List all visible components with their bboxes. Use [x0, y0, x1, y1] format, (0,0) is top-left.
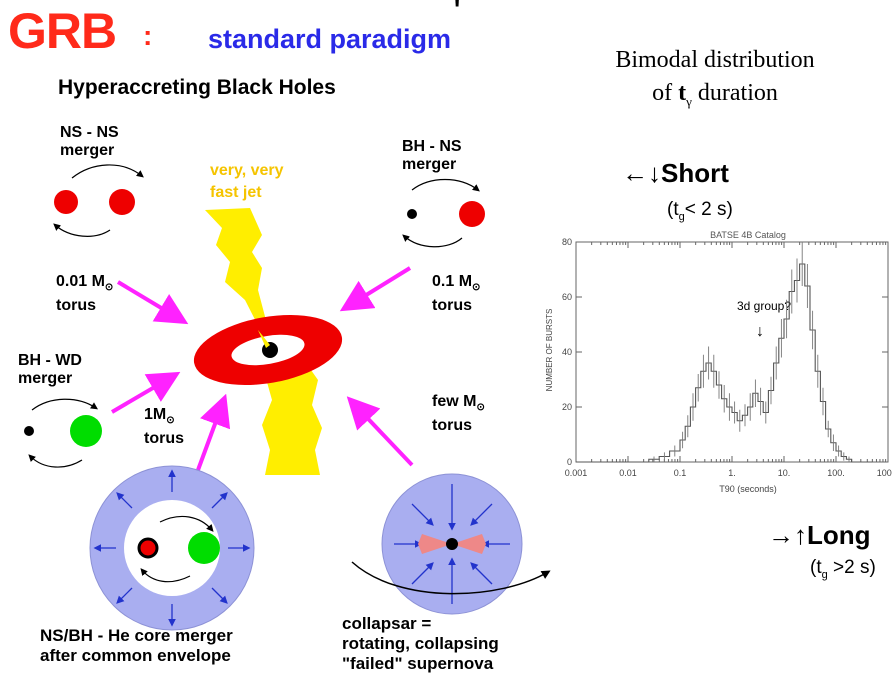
rotation-arrow — [351, 561, 551, 595]
black-hole-small-2 — [24, 426, 34, 436]
black-hole — [262, 342, 278, 358]
neutron-star-1 — [54, 190, 78, 214]
annotation-3d-group: 3d group? — [737, 299, 791, 313]
stray-mark: ʹ — [454, 0, 461, 24]
y-tick-label: 80 — [562, 237, 572, 247]
grb-title: GRB — [8, 3, 117, 59]
y-tick-label: 0 — [567, 457, 572, 467]
neutron-star-2 — [109, 189, 135, 215]
black-hole-small — [407, 209, 417, 219]
compact-object — [137, 537, 159, 559]
y-axis-label: NUMBER OF BURSTS — [545, 309, 554, 392]
x-tick-label: 10. — [778, 468, 791, 478]
collapsar-caption: collapsar =rotating, collapsing"failed" … — [342, 614, 499, 673]
y-tick-label: 20 — [562, 402, 572, 412]
y-tick-label: 40 — [562, 347, 572, 357]
x-axis-label: T90 (seconds) — [719, 484, 777, 494]
annotation-arrow: ↓ — [756, 323, 764, 340]
envelope-interior — [124, 500, 220, 596]
x-tick-label: 1. — [728, 468, 736, 478]
x-tick-label: 0.01 — [619, 468, 637, 478]
x-tick-label: 0.001 — [565, 468, 588, 478]
subtitle: Hyperaccreting Black Holes — [58, 76, 336, 99]
torus-01-label: 0.1 M⊙ torus — [432, 273, 481, 315]
neutron-star-3 — [459, 201, 485, 227]
short-label: ←↓Short — [622, 158, 729, 188]
x-tick-label: 100. — [827, 468, 845, 478]
paradigm-title: standard paradigm — [208, 24, 452, 54]
long-condition: (tg >2 s) — [810, 557, 876, 581]
plot-frame — [575, 241, 889, 463]
white-dwarf — [70, 415, 102, 447]
y-tick-label: 60 — [562, 292, 572, 302]
histogram-steps — [576, 263, 873, 463]
grb-colon: : — [143, 20, 153, 51]
short-condition: (tg< 2 s) — [667, 199, 733, 223]
jet-upper — [205, 208, 272, 345]
he-core — [188, 532, 220, 564]
long-label: →↑Long — [768, 520, 871, 550]
bimodal-title: Bimodal distribution of tγ duration — [615, 47, 815, 109]
chart-title: BATSE 4B Catalog — [710, 230, 786, 240]
x-tick-label: 0.1 — [674, 468, 687, 478]
torus-001-label: 0.01 M⊙ torus — [56, 273, 114, 315]
batse-histogram: BATSE 4B Catalog NUMBER OF BURSTS T90 (s… — [545, 230, 892, 494]
torus-few-label: few M⊙ torus — [432, 393, 485, 435]
x-tick-label: 1000. — [877, 468, 892, 478]
torus-1-label: 1M⊙ torus — [144, 406, 184, 448]
merger-diagram — [24, 164, 551, 631]
